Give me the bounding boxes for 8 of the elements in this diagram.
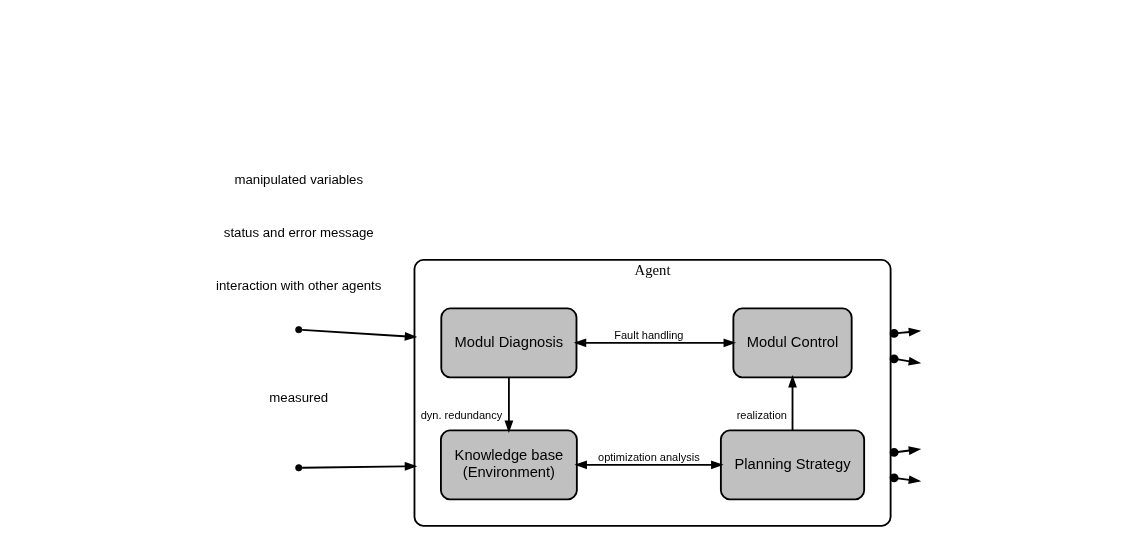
label: interaction with other agents bbox=[215, 278, 381, 294]
edge-label: optimization analysis bbox=[597, 451, 700, 464]
edge-label: Fault handling bbox=[613, 329, 683, 342]
label: status and error message bbox=[223, 225, 374, 241]
label: measured bbox=[268, 389, 328, 405]
edge-label: realization bbox=[736, 409, 787, 422]
edge-label: dyn. redundancy bbox=[420, 409, 502, 422]
label: manipulated variables bbox=[233, 172, 363, 188]
